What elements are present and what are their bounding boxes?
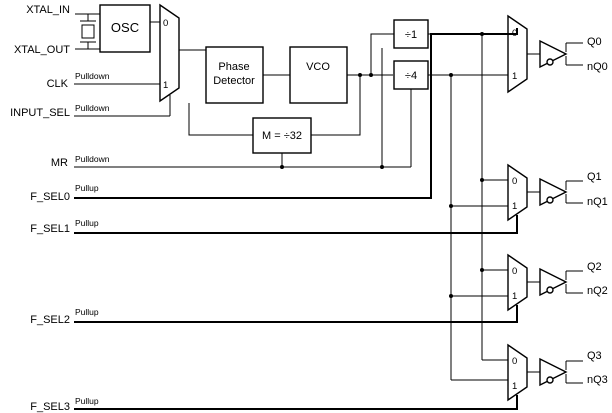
div1-label: ÷1 xyxy=(405,29,417,41)
vco-label: VCO xyxy=(306,61,330,73)
output-mux-0-in1-label: 1 xyxy=(512,71,517,82)
xtal-in-label: XTAL_IN xyxy=(26,4,70,16)
osc-block xyxy=(99,4,151,53)
output-mux-0 xyxy=(507,14,528,94)
f-sel1-label: F_SEL1 xyxy=(30,223,70,235)
q1-label: Q1 xyxy=(587,171,602,183)
div4-label: ÷4 xyxy=(405,70,417,82)
phase-detector-label-2: Detector xyxy=(213,75,255,87)
input-sel-pulldown-label: Pulldown xyxy=(75,103,110,113)
osc-label: OSC xyxy=(111,20,139,35)
f-sel1-pullup-label: Pullup xyxy=(75,218,99,228)
f-sel3-pullup-label: Pullup xyxy=(75,396,99,406)
f-sel2-pullup-label: Pullup xyxy=(75,307,99,317)
output-mux-3-in1-label: 1 xyxy=(512,381,517,392)
mr-pulldown-label: Pulldown xyxy=(75,154,110,164)
output-mux-2 xyxy=(507,253,528,312)
div1-block xyxy=(393,19,429,49)
crystal-symbol xyxy=(75,13,100,50)
phase-detector-label-1: Phase xyxy=(218,61,249,73)
nq3-label: nQ3 xyxy=(587,374,608,386)
feedback-divider-block xyxy=(252,117,312,154)
f-sel0-pullup-label: Pullup xyxy=(75,183,99,193)
output-mux-2-in0-label: 0 xyxy=(512,266,517,277)
nq2-label: nQ2 xyxy=(587,285,608,297)
mr-label: MR xyxy=(51,157,68,169)
input-mux xyxy=(159,3,180,103)
output-mux-3 xyxy=(507,343,528,402)
nq1-label: nQ1 xyxy=(587,196,608,208)
xtal-out-label: XTAL_OUT xyxy=(14,44,70,56)
input-mux-in1-label: 1 xyxy=(163,80,168,91)
input-mux-in0-label: 0 xyxy=(163,18,168,29)
output-mux-1-in0-label: 0 xyxy=(512,176,517,187)
output-mux-1-in1-label: 1 xyxy=(512,201,517,212)
f-sel0-label: F_SEL0 xyxy=(30,191,70,203)
q0-label: Q0 xyxy=(587,36,602,48)
clk-label: CLK xyxy=(47,78,69,90)
f-sel3-label: F_SEL3 xyxy=(30,401,70,413)
input-sel-label: INPUT_SEL xyxy=(10,107,70,119)
output-mux-3-in0-label: 0 xyxy=(512,356,517,367)
output-mux-1 xyxy=(507,163,528,222)
output-mux-2-in1-label: 1 xyxy=(512,291,517,302)
clk-pulldown-label: Pulldown xyxy=(75,71,110,81)
q2-label: Q2 xyxy=(587,261,602,273)
q3-label: Q3 xyxy=(587,350,602,362)
feedback-divider-label: M = ÷32 xyxy=(262,130,302,142)
nq0-label: nQ0 xyxy=(587,61,608,73)
f-sel2-label: F_SEL2 xyxy=(30,314,70,326)
vco-block xyxy=(289,46,348,104)
